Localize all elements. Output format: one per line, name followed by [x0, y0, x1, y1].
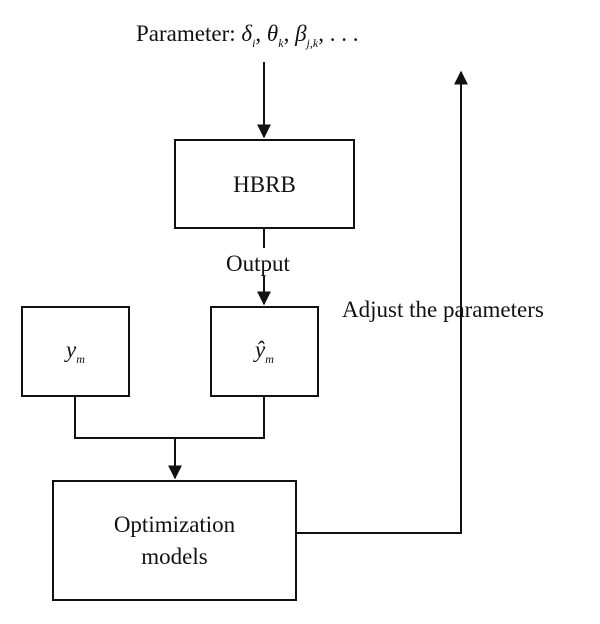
- separator-1: ,: [255, 21, 262, 46]
- predicted-output-box: ŷm: [210, 306, 319, 397]
- hbrb-box: HBRB: [174, 139, 355, 229]
- feedback-arrow: [296, 70, 468, 534]
- hbrb-label: HBRB: [233, 171, 296, 197]
- predicted-output-subscript: m: [265, 352, 274, 366]
- theta-subscript: k: [278, 36, 284, 50]
- beta-symbol: β: [295, 21, 307, 46]
- actual-output-subscript: m: [76, 352, 85, 366]
- optimization-label-line1: Optimization: [113, 512, 236, 538]
- predicted-output-symbol: ŷ: [255, 337, 266, 362]
- output-label: Output: [226, 251, 290, 276]
- beta-subscript: j,k: [306, 36, 319, 50]
- optimization-label-line2: models: [141, 543, 208, 569]
- actual-output-symbol: y: [66, 337, 77, 362]
- parameters-prefix: Parameter:: [136, 21, 236, 46]
- actual-output-formula: ym: [66, 338, 85, 365]
- actual-output-box: ym: [21, 306, 130, 397]
- parameters-header: Parameter: δi, θk, βj,k, . . .: [136, 22, 358, 49]
- ellipsis: . . .: [329, 21, 359, 46]
- theta-symbol: θ: [266, 21, 279, 46]
- merge-line: [74, 396, 265, 439]
- separator-2: ,: [283, 21, 290, 46]
- delta-symbol: δ: [241, 21, 253, 46]
- delta-subscript: i: [252, 36, 256, 50]
- optimization-models-box: Optimization models: [52, 480, 297, 601]
- predicted-output-formula: ŷm: [255, 338, 274, 365]
- separator-3: ,: [318, 21, 324, 46]
- adjust-parameters-label: Adjust the parameters: [342, 297, 544, 322]
